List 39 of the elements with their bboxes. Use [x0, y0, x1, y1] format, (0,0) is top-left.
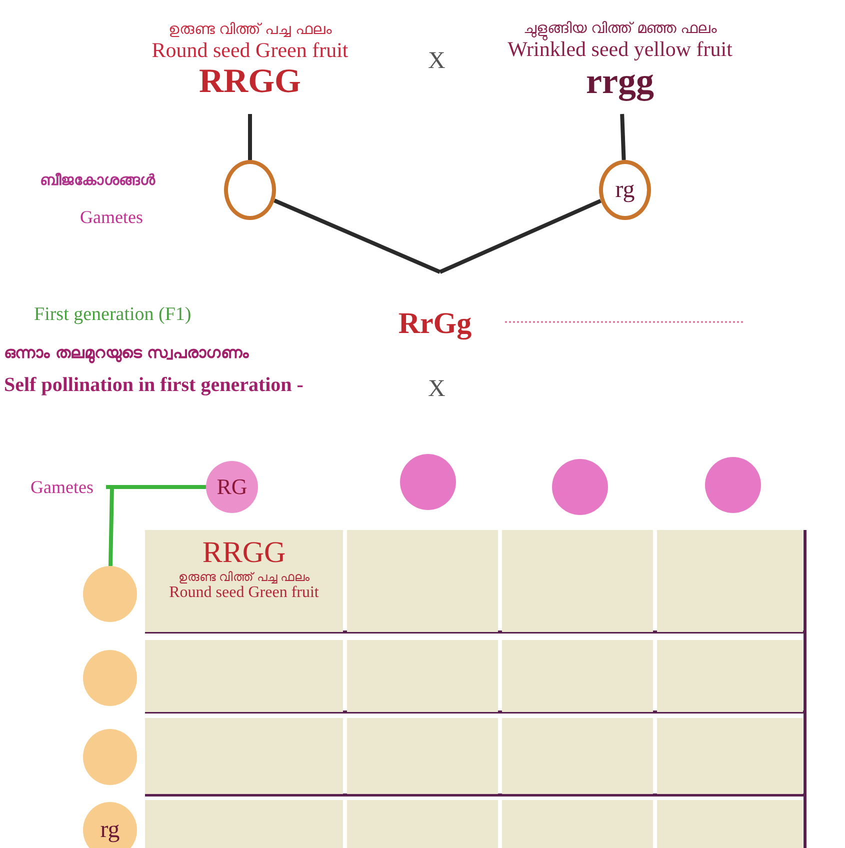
- punnett-square-cell: [347, 640, 498, 712]
- punnett-square-cell: [347, 718, 498, 794]
- connector-line: [439, 198, 602, 274]
- malayalam-label: ഉരുണ്ട വിത്ത് പച്ച ഫലം: [168, 20, 332, 38]
- punnett-square-cell: [502, 800, 653, 848]
- punnett-square-cell: [657, 718, 803, 794]
- parent-phenotype: Round seed Green fruit: [152, 38, 348, 62]
- genotype-label: RrGg: [398, 306, 472, 342]
- gamete-circle: rg: [599, 160, 651, 220]
- generation-label: First generation (F1): [34, 305, 192, 326]
- cross-sign: X: [428, 376, 446, 402]
- punnett-square-cell: [502, 718, 653, 794]
- punnett-square-cell: [657, 800, 803, 848]
- punnett-square-cell: [347, 530, 498, 632]
- punnett-square-cell: [502, 640, 653, 712]
- connector-line: [248, 114, 252, 160]
- connector-line: [274, 198, 441, 274]
- gamete-circle: RG: [206, 461, 258, 513]
- connector-line: [620, 114, 626, 160]
- malayalam-label: ബീജകോശങ്ങൾ: [40, 172, 155, 188]
- punnett-square-cell: [657, 640, 803, 712]
- self-pollination-label: Self pollination in first generation -: [4, 374, 304, 396]
- gamete-circle: rg: [83, 802, 137, 848]
- genotype-label: RRGG: [199, 62, 301, 102]
- cross-sign: X: [428, 48, 446, 74]
- malayalam-label: ഉരുണ്ട വിത്ത് പച്ച ഫലം: [178, 570, 310, 584]
- punnett-square-cell: [502, 530, 653, 632]
- phenotype-label: Round seed Green fruit: [169, 584, 319, 603]
- punnett-square-cell: [657, 530, 803, 632]
- gametes-label: Gametes: [80, 208, 143, 228]
- punnett-square-cell: [145, 718, 343, 794]
- gametes-label: Gametes: [30, 476, 94, 498]
- genotype-label: rrgg: [586, 61, 654, 102]
- malayalam-label: ഒന്നാം തലമുറയുടെ സ്വപരാഗണം: [4, 344, 250, 362]
- punnett-square-cell: [347, 800, 498, 848]
- punnett-square-cell: [145, 640, 343, 712]
- punnett-square-cell: [145, 800, 343, 848]
- genotype-label: RRGG: [202, 536, 286, 570]
- punnett-square-cell: [145, 530, 343, 632]
